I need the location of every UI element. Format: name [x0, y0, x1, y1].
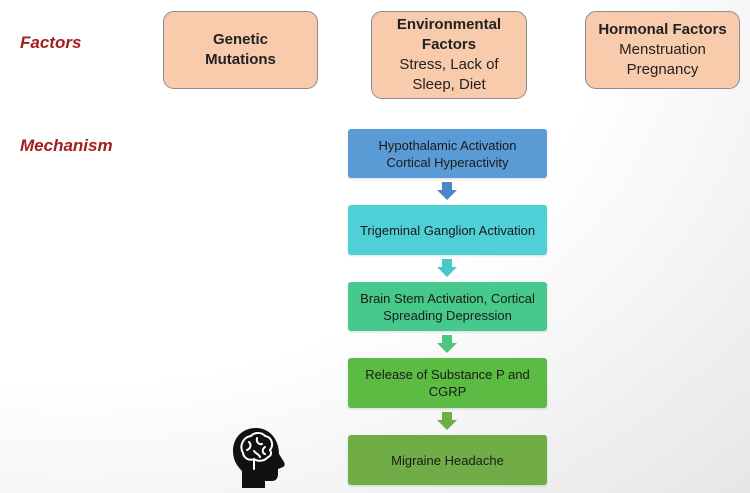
down-arrow-icon	[437, 182, 457, 200]
factor-hormonal-detail-line-2: Pregnancy	[626, 61, 699, 78]
mechanism-step-1-line-1: Hypothalamic Activation	[378, 137, 517, 153]
factor-environmental-detail-line-1: Stress, Lack of	[399, 56, 499, 73]
mechanism-step-2: Trigeminal Ganglion Activation	[348, 205, 547, 255]
factor-genetic-title-line-1: Genetic	[212, 31, 269, 48]
mechanism-step-4-line-2: CGRP	[428, 384, 467, 399]
mechanism-step-3: Brain Stem Activation, Cortical Spreadin…	[348, 282, 547, 331]
factor-environmental: Environmental Factors Stress, Lack of Sl…	[371, 11, 527, 99]
mechanism-step-4-line-1: Release of Substance P and	[365, 367, 530, 382]
mechanism-step-5-line-1: Migraine Headache	[391, 452, 504, 468]
down-arrow-icon	[437, 259, 457, 277]
mechanism-step-5: Migraine Headache	[348, 435, 547, 485]
mechanism-step-2-line-1: Trigeminal Ganglion Activation	[359, 222, 536, 238]
head-silhouette	[233, 428, 285, 488]
factor-hormonal: Hormonal Factors Menstruation Pregnancy	[585, 11, 740, 89]
factor-hormonal-title-line-1: Hormonal Factors	[598, 21, 727, 38]
brain-head-icon	[233, 428, 285, 488]
down-arrow-4-shape	[437, 412, 457, 430]
mechanism-step-4: Release of Substance P and CGRP	[348, 358, 547, 408]
down-arrow-icon	[437, 412, 457, 430]
mechanism-step-1: Hypothalamic Activation Cortical Hyperac…	[348, 129, 547, 178]
factor-genetic-title-line-2: Mutations	[205, 51, 276, 68]
mechanism-step-3-line-1: Brain Stem Activation, Cortical	[360, 290, 535, 306]
down-arrow-icon	[437, 335, 457, 353]
brain-lines	[240, 432, 274, 470]
factor-genetic: Genetic Mutations	[163, 11, 318, 89]
down-arrow-2-shape	[437, 259, 457, 277]
factor-environmental-detail-line-2: Sleep, Diet	[412, 76, 486, 93]
mechanism-step-3-line-2: Spreading Depression	[383, 307, 512, 323]
factor-hormonal-detail-line-1: Menstruation	[619, 41, 706, 58]
factors-label: Factors	[20, 33, 82, 52]
mechanism-label: Mechanism	[20, 136, 113, 155]
factor-environmental-title-line-1: Environmental	[396, 16, 502, 33]
factor-environmental-title-line-2: Factors	[421, 36, 477, 53]
down-arrow-1-shape	[437, 182, 457, 200]
mechanism-step-1-line-2: Cortical Hyperactivity	[386, 154, 509, 170]
down-arrow-3-shape	[437, 335, 457, 353]
